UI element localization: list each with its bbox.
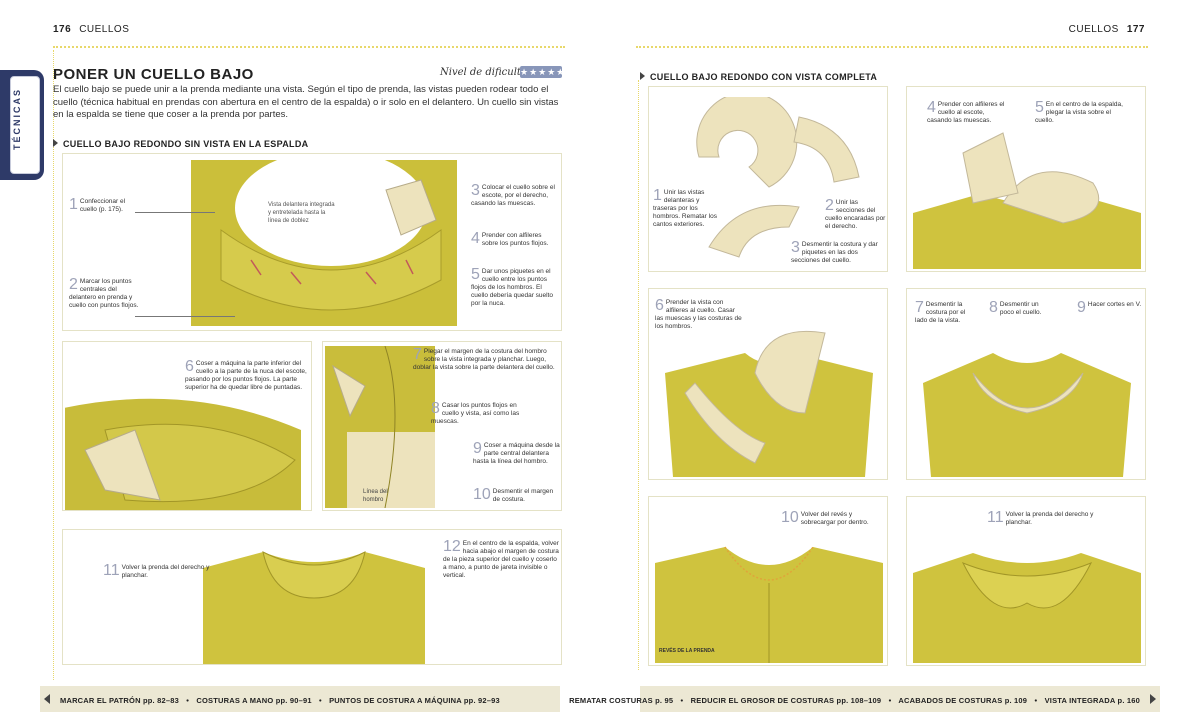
footer-link[interactable]: MARCAR EL PATRÓN pp. 82–83 <box>60 696 179 705</box>
photo-finished-collar <box>203 538 425 664</box>
leader-line <box>135 316 235 317</box>
section-heading-right: CUELLO BAJO REDONDO CON VISTA COMPLETA <box>640 72 877 82</box>
leader-line <box>135 212 215 213</box>
difficulty-stars: ★★★★★ <box>520 66 566 78</box>
photo-understitch <box>655 503 883 663</box>
finished-collar-illustration <box>203 538 425 664</box>
finished-peter-pan-illustration <box>913 503 1141 663</box>
footer-right-links: REMATAR COSTURAS p. 95 • REDUCIR EL GROS… <box>569 696 1140 705</box>
right-section-name: CUELLOS <box>1068 24 1119 35</box>
footer-right-arrow-icon <box>1150 694 1156 704</box>
right-page-number: 177 <box>1126 24 1145 35</box>
photo-pin-facing <box>655 293 883 477</box>
footer-link[interactable]: REDUCIR EL GROSOR DE COSTURAS pp. 108–10… <box>690 696 882 705</box>
pin-facing-illustration <box>655 293 883 477</box>
triangle-icon <box>53 139 58 147</box>
photo-pin-collar-neckline <box>913 93 1141 269</box>
photo-finished-peter-pan <box>913 503 1141 663</box>
footer-left-links: MARCAR EL PATRÓN pp. 82–83 • COSTURAS A … <box>60 696 500 705</box>
reves-label: REVÉS DE LA PRENDA <box>659 648 715 654</box>
footer-right-bar <box>640 686 1160 712</box>
trim-seam-illustration <box>913 293 1141 477</box>
footer-link[interactable]: COSTURAS A MANO pp. 90–91 <box>196 696 312 705</box>
footer-link[interactable]: PUNTOS DE COSTURA A MÁQUINA pp. 92–93 <box>329 696 500 705</box>
section-tab-label: TÉCNICAS <box>12 87 22 150</box>
left-page-number: 176 <box>53 24 72 35</box>
understitch-illustration <box>655 503 883 663</box>
footer-left-bar <box>40 686 560 712</box>
vista-label: Vista delantera integrada y entretelada … <box>268 202 335 224</box>
shoulder-line-label: Línea del hombro <box>363 489 388 503</box>
page-title: PONER UN CUELLO BAJO <box>53 66 254 83</box>
gutter-rule <box>638 80 639 670</box>
photo-trim-seam <box>913 293 1141 477</box>
collar-pinning-illustration <box>191 154 457 326</box>
difficulty-label: Nivel de dificultad <box>440 67 534 78</box>
shoulder-seam-illustration <box>325 345 435 509</box>
left-margin-rule <box>53 50 54 680</box>
photo-shoulder-seam <box>325 345 435 509</box>
right-header-rule <box>636 46 1148 48</box>
photo-collar-stitching <box>63 370 301 510</box>
footer-left-arrow-icon <box>44 694 50 704</box>
left-page-header: 176 CUELLOS <box>53 24 129 35</box>
collar-stitching-illustration <box>63 370 301 510</box>
pin-collar-illustration <box>913 93 1141 269</box>
footer-link[interactable]: REMATAR COSTURAS p. 95 <box>569 696 674 705</box>
right-page-header: CUELLOS 177 <box>1069 24 1145 35</box>
footer-link[interactable]: VISTA INTEGRADA p. 160 <box>1044 696 1140 705</box>
footer-link[interactable]: ACABADOS DE COSTURAS p. 109 <box>898 696 1028 705</box>
photo-collar-pinning <box>191 154 457 326</box>
section-tab-inner <box>10 76 40 174</box>
triangle-icon <box>640 72 645 80</box>
section-heading-left: CUELLO BAJO REDONDO SIN VISTA EN LA ESPA… <box>53 139 308 149</box>
left-section-name: CUELLOS <box>79 24 130 35</box>
left-header-rule <box>53 46 565 48</box>
intro-paragraph: El cuello bajo se puede unir a la prenda… <box>53 84 559 120</box>
facing-pieces-illustration <box>696 97 860 258</box>
